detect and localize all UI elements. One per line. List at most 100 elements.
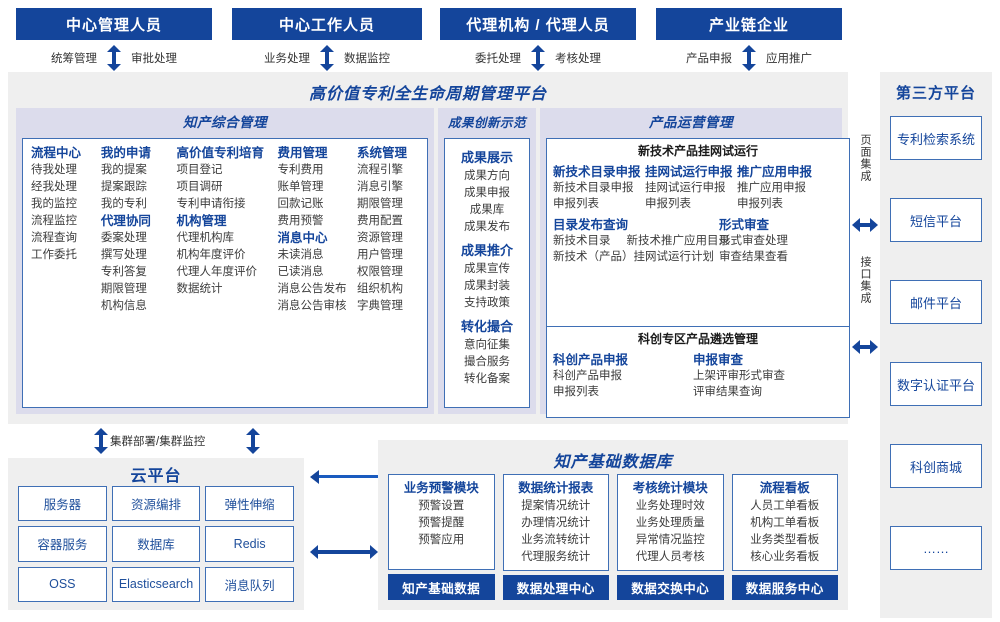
menu-item[interactable]: 转化备案 [464,373,510,385]
db-item[interactable]: 预警提醒 [418,517,465,529]
menu-item[interactable]: 字典管理 [357,300,404,312]
menu-item[interactable]: 经我处理 [31,181,77,193]
menu-item[interactable]: 支持政策 [464,297,510,309]
menu-item[interactable]: 委案处理 [100,232,147,244]
db-item[interactable]: 业务流转统计 [521,534,591,546]
db-item[interactable]: 核心业务看板 [750,551,820,563]
db-column-foot[interactable]: 数据交换中心 [617,575,724,600]
menu-item[interactable]: 消息公告审核 [277,300,347,312]
menu-item[interactable]: 期限管理 [357,198,404,210]
db-item[interactable]: 代理服务统计 [521,551,591,563]
menu-item[interactable]: 我的提案 [100,164,147,176]
menu-item[interactable]: 项目调研 [176,181,223,193]
menu-item[interactable]: 账单管理 [277,181,324,193]
menu-item[interactable]: 成果申报 [464,187,510,199]
db-column-foot[interactable]: 知产基础数据 [388,574,495,600]
cloud-cell-8[interactable]: 消息队列 [205,566,294,602]
menu-item[interactable]: 申报列表 [553,198,599,210]
db-column-foot[interactable]: 数据服务中心 [731,575,838,600]
menu-item[interactable]: 回款记账 [277,198,324,210]
db-item[interactable]: 机构工单看板 [750,517,820,529]
menu-item[interactable]: 项目登记 [176,164,223,176]
menu-item[interactable]: 意向征集 [464,339,510,351]
db-item[interactable]: 办理情况统计 [521,517,591,529]
menu-item[interactable]: 数据统计 [176,283,223,295]
menu-item[interactable]: 专利申请衔接 [176,198,246,210]
role-box-3[interactable]: 产业链企业 [656,8,842,40]
menu-item[interactable]: 撮合服务 [464,356,510,368]
menu-item[interactable]: 新技术（产品）挂网试运行计划 [553,251,714,263]
menu-item[interactable]: 代理人年度评价 [176,266,258,278]
menu-item[interactable]: 成果宣传 [464,263,510,275]
menu-item[interactable]: 撰写处理 [100,249,147,261]
menu-item[interactable]: 审查结果查看 [719,251,788,263]
role-box-2[interactable]: 代理机构 / 代理人员 [440,8,636,40]
menu-item[interactable]: 消息引擎 [357,181,404,193]
menu-item[interactable]: 组织机构 [357,283,404,295]
menu-item[interactable]: 我的监控 [31,198,77,210]
third-party-item-4[interactable]: 科创商城 [890,444,982,488]
menu-item[interactable]: 资源管理 [357,232,404,244]
menu-item[interactable]: 新技术目录 新技术推广应用目录 [553,235,730,247]
cloud-cell-6[interactable]: OSS [18,566,107,602]
db-item[interactable]: 业务类型看板 [750,534,820,546]
menu-item[interactable]: 评审结果查询 [693,386,762,398]
third-party-item-0[interactable]: 专利检索系统 [890,116,982,160]
cloud-cell-3[interactable]: 容器服务 [18,526,107,562]
menu-item[interactable]: 已读消息 [277,266,324,278]
menu-item[interactable]: 流程引擎 [357,164,404,176]
menu-item[interactable]: 申报列表 [645,198,691,210]
menu-item[interactable]: 工作委托 [31,249,77,261]
db-item[interactable]: 提案情况统计 [521,500,591,512]
db-item[interactable]: 人员工单看板 [750,500,820,512]
menu-item[interactable]: 期限管理 [100,283,147,295]
cloud-cell-4[interactable]: 数据库 [111,526,201,562]
db-item[interactable]: 预警应用 [418,534,465,546]
third-party-item-1[interactable]: 短信平台 [890,198,982,242]
menu-item[interactable]: 专利答复 [100,266,147,278]
menu-item[interactable]: 申报列表 [553,386,599,398]
menu-item[interactable]: 流程查询 [31,232,77,244]
cloud-cell-2[interactable]: 弹性伸缩 [205,486,294,522]
role-box-1[interactable]: 中心工作人员 [232,8,422,40]
menu-item[interactable]: 上架评审形式审查 [693,370,785,382]
menu-item[interactable]: 挂网试运行申报 [645,182,726,194]
cloud-cell-7[interactable]: Elasticsearch [111,566,201,602]
db-item[interactable]: 预警设置 [418,500,465,512]
db-item[interactable]: 异常情况监控 [635,534,705,546]
third-party-item-5[interactable]: …… [890,526,982,570]
menu-item[interactable]: 提案跟踪 [100,181,147,193]
menu-item[interactable]: 用户管理 [357,249,404,261]
menu-item[interactable]: 代理机构库 [176,232,235,244]
third-party-item-3[interactable]: 数字认证平台 [890,362,982,406]
db-item[interactable]: 业务处理质量 [635,517,705,529]
menu-item[interactable]: 成果方向 [464,170,510,182]
db-column-foot[interactable]: 数据处理中心 [502,575,609,600]
third-party-item-2[interactable]: 邮件平台 [890,280,982,324]
menu-item[interactable]: 专利费用 [277,164,324,176]
role-box-0[interactable]: 中心管理人员 [16,8,212,40]
menu-item[interactable]: 成果封装 [464,280,510,292]
db-item[interactable]: 业务处理时效 [635,500,705,512]
menu-item[interactable]: 申报列表 [737,198,783,210]
menu-item[interactable]: 成果发布 [464,221,510,233]
menu-item[interactable]: 权限管理 [357,266,404,278]
menu-item[interactable]: 新技术目录申报 [553,182,634,194]
menu-item[interactable]: 消息公告发布 [277,283,347,295]
menu-item[interactable]: 形式审查处理 [719,235,788,247]
db-item[interactable]: 代理人员考核 [635,551,705,563]
cloud-cell-1[interactable]: 资源编排 [111,486,201,522]
menu-item[interactable]: 费用配置 [357,215,404,227]
menu-item[interactable]: 机构年度评价 [176,249,246,261]
menu-item[interactable]: 待我处理 [31,164,77,176]
menu-item[interactable]: 推广应用申报 [737,182,806,194]
menu-item[interactable]: 科创产品申报 [553,370,622,382]
cloud-cell-0[interactable]: 服务器 [18,486,107,522]
menu-item[interactable]: 未读消息 [277,249,324,261]
menu-item[interactable]: 成果库 [469,204,505,216]
menu-item[interactable]: 费用预警 [277,215,324,227]
menu-item[interactable]: 流程监控 [31,215,77,227]
menu-item[interactable]: 机构信息 [100,300,147,312]
menu-item[interactable]: 我的专利 [100,198,147,210]
cloud-cell-5[interactable]: Redis [205,526,294,562]
